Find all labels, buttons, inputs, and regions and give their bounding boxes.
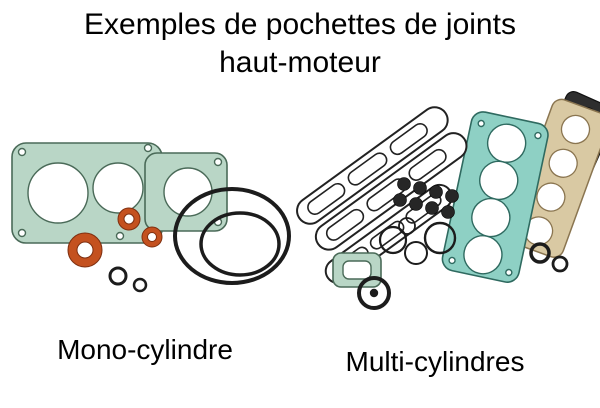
gasket-sets-photo bbox=[11, 91, 600, 310]
multi-o-rings bbox=[378, 217, 569, 273]
multi-small-green-gasket bbox=[332, 252, 382, 288]
valve-stem-seals bbox=[393, 177, 459, 219]
image-title: Exemples de pochettes de joints haut-mot… bbox=[0, 6, 600, 82]
mono-large-o-rings bbox=[173, 187, 291, 285]
multi-head-gasket bbox=[441, 111, 549, 283]
mono-small-o-rings bbox=[108, 266, 148, 293]
cover-gasket-strip bbox=[296, 106, 449, 225]
title-line-2: haut-moteur bbox=[219, 46, 381, 79]
mono-orange-washers bbox=[67, 207, 163, 268]
mono-head-gasket bbox=[11, 142, 228, 244]
title-line-1: Exemples de pochettes de joints bbox=[84, 8, 516, 41]
multi-oil-seal bbox=[357, 276, 391, 310]
caption-mono-cylindre: Mono-cylindre bbox=[57, 334, 233, 365]
caption-multi-cylindres: Multi-cylindres bbox=[345, 346, 525, 377]
